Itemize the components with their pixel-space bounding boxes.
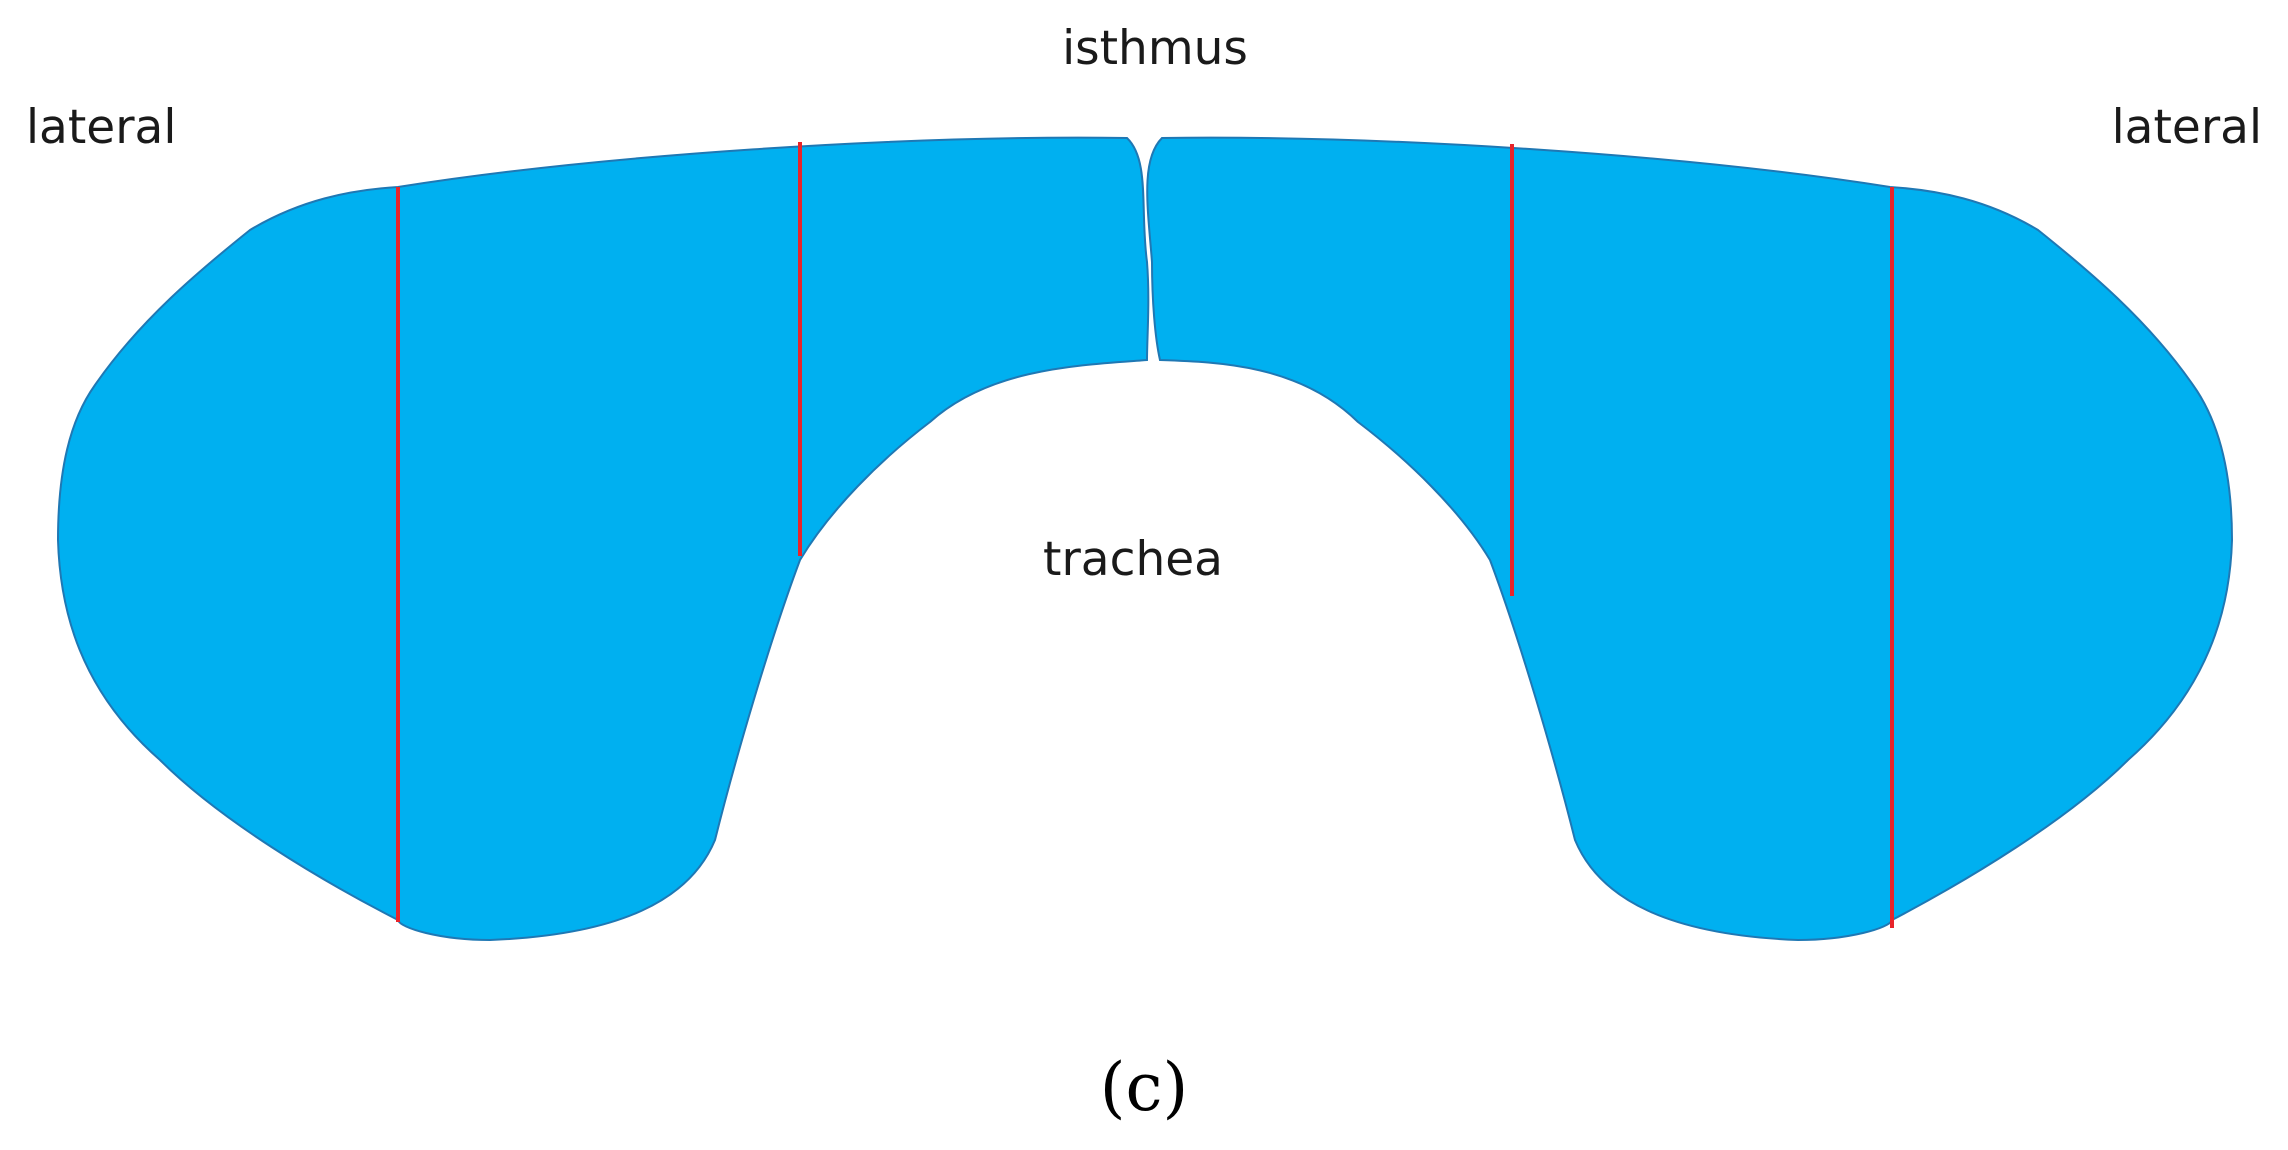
right-thyroid-lobe [1146, 136, 2234, 942]
left-thyroid-lobe [56, 136, 1150, 942]
lateral-right-label: lateral [2112, 100, 2262, 155]
figure-caption: (c) [1100, 1049, 1188, 1126]
lateral-left-label: lateral [26, 100, 176, 155]
trachea-label: trachea [1043, 532, 1223, 587]
isthmus-label: isthmus [1062, 21, 1248, 76]
